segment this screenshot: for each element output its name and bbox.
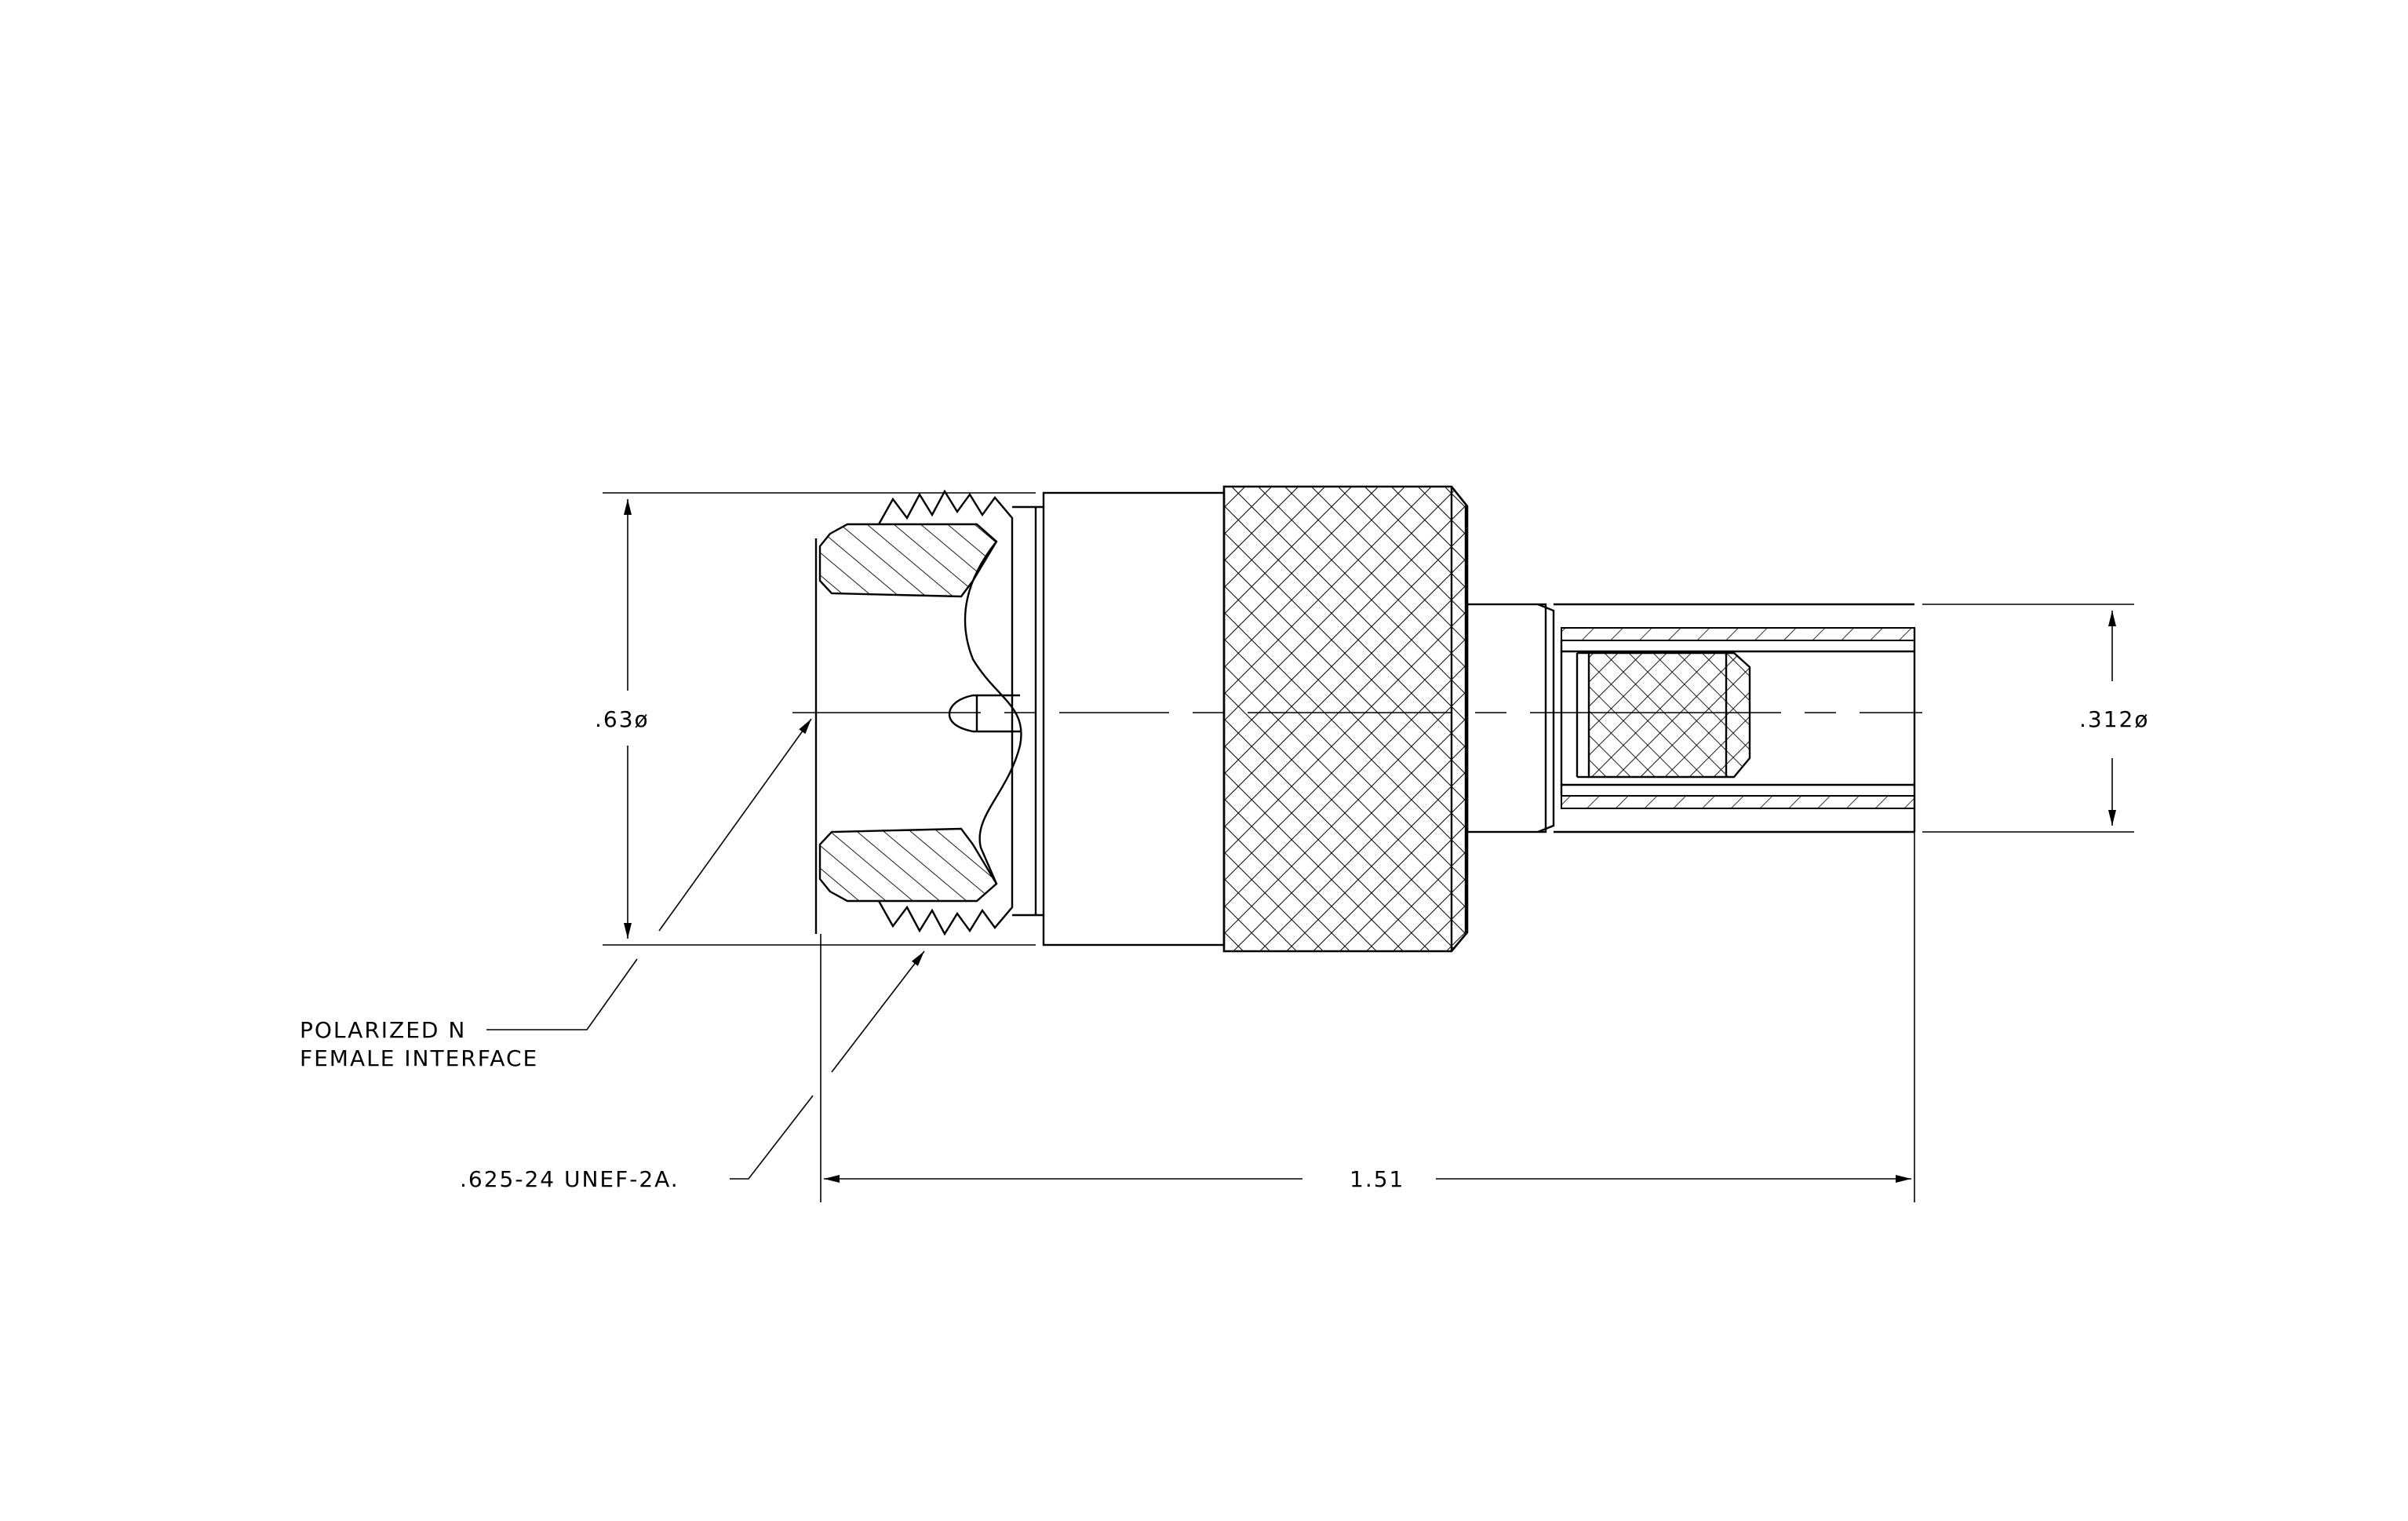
callout-interface-line2: FEMALE INTERFACE (300, 1045, 538, 1071)
body-sleeve (1042, 491, 1226, 947)
dimension-overall-length (820, 832, 1915, 1202)
knurled-nut (1222, 485, 1469, 953)
dimension-cable-diameter-label: .312ø (2079, 706, 2149, 732)
dimension-body-diameter-label: .63ø (595, 706, 650, 732)
leader-interface (486, 718, 812, 1030)
dimension-overall-length-label: 1.51 (1350, 1166, 1404, 1192)
callout-thread-spec: .625-24 UNEF-2A. (460, 1166, 679, 1192)
dimension-body-diameter (603, 492, 1036, 946)
callout-interface-line1: POLARIZED N (300, 1017, 466, 1043)
leader-thread (730, 950, 925, 1180)
rear-shoulder (1466, 603, 1555, 833)
dimension-cable-diameter (1922, 604, 2134, 833)
interface-section (814, 489, 1044, 936)
crimp-ferrule (1554, 603, 1916, 833)
